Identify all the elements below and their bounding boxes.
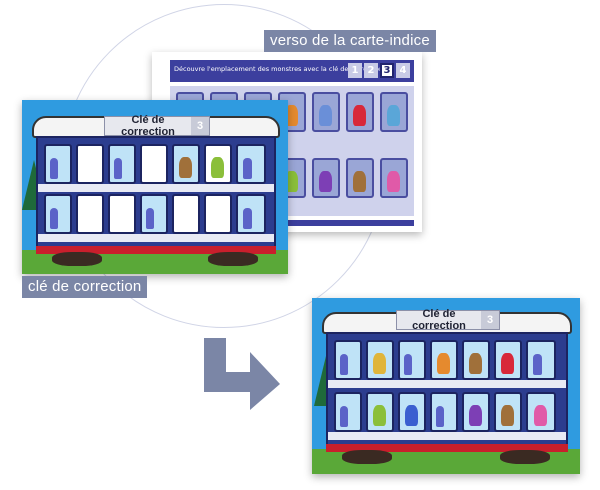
window-blank bbox=[108, 194, 136, 234]
window-blank bbox=[172, 194, 200, 234]
window bbox=[44, 144, 72, 184]
wheel-icon bbox=[342, 450, 392, 464]
key-card: Clé de correction 3 bbox=[22, 100, 288, 274]
train-body bbox=[326, 332, 568, 446]
monster-icon bbox=[319, 104, 332, 127]
window bbox=[44, 194, 72, 234]
caption-key: clé de correction bbox=[22, 276, 148, 298]
window bbox=[172, 144, 200, 184]
monster-icon bbox=[469, 404, 482, 427]
caption-back: verso de la carte-indice bbox=[264, 30, 436, 52]
monster-icon bbox=[533, 404, 548, 427]
seat-icon bbox=[242, 207, 252, 230]
window bbox=[140, 194, 168, 234]
monster-icon bbox=[387, 170, 400, 193]
back-card-header: Découvre l'emplacement des monstres avec… bbox=[170, 60, 414, 82]
seat-icon bbox=[50, 157, 59, 180]
window bbox=[398, 340, 426, 380]
window bbox=[398, 392, 426, 432]
back-window bbox=[380, 158, 408, 198]
window bbox=[494, 340, 522, 380]
window-blank bbox=[140, 144, 168, 184]
monster-icon bbox=[285, 170, 298, 193]
seat-icon bbox=[242, 157, 252, 180]
wheel-icon bbox=[52, 252, 102, 266]
monster-icon bbox=[353, 170, 366, 193]
window bbox=[236, 144, 266, 184]
monster-icon bbox=[353, 104, 366, 127]
result-card-title-badge: Clé de correction 3 bbox=[396, 308, 500, 332]
back-card-number-2: 2 bbox=[364, 63, 378, 78]
back-card-footer bbox=[170, 220, 414, 226]
deck bbox=[38, 184, 274, 192]
window bbox=[526, 392, 556, 432]
monster-icon bbox=[319, 170, 332, 193]
seat-icon bbox=[340, 353, 349, 376]
window-blank bbox=[76, 144, 104, 184]
monster-icon bbox=[437, 352, 450, 375]
window-blank bbox=[204, 144, 232, 184]
monster-icon bbox=[501, 352, 514, 375]
monster-icon bbox=[285, 104, 298, 127]
window bbox=[494, 392, 522, 432]
key-card-number: 3 bbox=[191, 117, 209, 135]
wheel-icon bbox=[500, 450, 550, 464]
seat-icon bbox=[114, 157, 123, 180]
window-blank bbox=[204, 194, 232, 234]
monster-icon bbox=[373, 404, 386, 427]
red-stripe bbox=[36, 246, 276, 254]
back-window bbox=[346, 92, 374, 132]
train-body bbox=[36, 136, 276, 248]
seat-icon bbox=[340, 405, 349, 428]
back-window bbox=[380, 92, 408, 132]
back-card-number-1: 1 bbox=[348, 63, 362, 78]
seat-icon bbox=[50, 207, 59, 230]
window bbox=[366, 392, 394, 432]
monster-icon bbox=[387, 104, 400, 127]
window bbox=[462, 340, 490, 380]
seat-icon bbox=[436, 405, 445, 428]
window bbox=[236, 194, 266, 234]
red-stripe bbox=[326, 444, 568, 452]
window bbox=[334, 392, 362, 432]
back-card-instruction: Découvre l'emplacement des monstres avec… bbox=[174, 65, 384, 73]
key-card-title: Clé de correction bbox=[121, 114, 175, 138]
deck bbox=[328, 380, 566, 388]
monster-icon bbox=[405, 404, 418, 427]
window bbox=[430, 392, 458, 432]
monster-icon bbox=[469, 352, 482, 375]
monster-icon bbox=[211, 156, 224, 179]
back-card-number-4: 4 bbox=[396, 63, 410, 78]
window bbox=[366, 340, 394, 380]
window bbox=[334, 340, 362, 380]
result-card-number: 3 bbox=[481, 311, 499, 329]
window bbox=[430, 340, 458, 380]
result-card-title: Clé de correction bbox=[412, 308, 466, 332]
deck bbox=[38, 234, 274, 242]
monster-icon bbox=[179, 156, 192, 179]
monster-icon bbox=[373, 352, 386, 375]
window-blank bbox=[76, 194, 104, 234]
seat-icon bbox=[146, 207, 155, 230]
seat-icon bbox=[404, 353, 413, 376]
back-window bbox=[346, 158, 374, 198]
window bbox=[462, 392, 490, 432]
result-card: Clé de correction 3 bbox=[312, 298, 580, 474]
monster-icon bbox=[501, 404, 514, 427]
back-window bbox=[312, 158, 340, 198]
seat-icon bbox=[532, 353, 542, 376]
window bbox=[526, 340, 556, 380]
back-card-number-3: 3 bbox=[380, 63, 394, 78]
deck bbox=[328, 432, 566, 440]
wheel-icon bbox=[208, 252, 258, 266]
window bbox=[108, 144, 136, 184]
back-window bbox=[312, 92, 340, 132]
arrow-down-right-icon bbox=[204, 338, 280, 410]
key-card-title-badge: Clé de correction 3 bbox=[104, 114, 210, 138]
